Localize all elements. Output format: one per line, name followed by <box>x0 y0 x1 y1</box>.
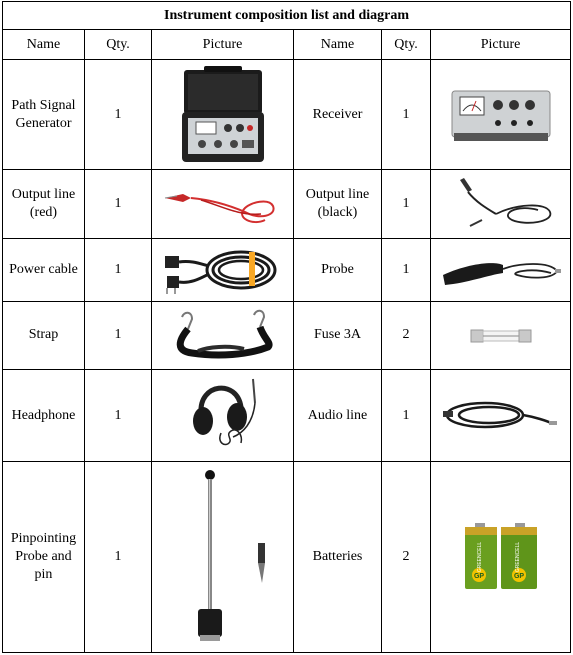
strap-icon <box>176 310 272 359</box>
probe-icon <box>442 262 561 285</box>
title-row: Instrument composition list and diagram <box>1 0 572 31</box>
item-picture <box>151 369 294 463</box>
item-picture: GP GP GREENCELL GREENCELL <box>429 461 572 653</box>
item-picture <box>151 461 294 653</box>
header-picture-right: Picture <box>429 29 572 61</box>
header-picture-left: Picture <box>151 29 294 61</box>
header-name-left: Name <box>2 29 85 61</box>
item-name: Audio line <box>293 369 382 463</box>
item-qty: 1 <box>84 169 152 239</box>
header-name-right: Name <box>293 29 382 61</box>
audio-cable-icon <box>442 401 557 428</box>
signal-generator-case-icon <box>181 65 264 162</box>
item-picture <box>429 237 572 302</box>
item-picture <box>151 237 294 302</box>
header-qty-right: Qty. <box>381 29 431 61</box>
table-row: Pinpointing Probe and pin 1 Batteries 2 … <box>2 461 572 653</box>
item-name: Headphone <box>2 369 85 463</box>
pinpointing-probe-icon <box>197 470 265 642</box>
item-picture <box>151 59 294 171</box>
item-picture <box>429 59 572 171</box>
item-qty: 1 <box>381 169 431 239</box>
item-name: Strap <box>2 300 85 371</box>
receiver-unit-icon <box>451 90 551 141</box>
item-name: Output line (red) <box>2 169 85 239</box>
item-qty: 1 <box>84 237 152 302</box>
red-clip-lead-icon <box>164 194 275 224</box>
battery-label: GREENCELL <box>515 542 521 573</box>
item-picture <box>429 369 572 463</box>
item-qty: 2 <box>381 300 431 371</box>
header-qty-left: Qty. <box>84 29 152 61</box>
battery-brand: GP <box>513 573 523 580</box>
table-row: Headphone 1 Audio line 1 <box>2 369 572 463</box>
item-qty: 1 <box>381 237 431 302</box>
item-qty: 1 <box>84 300 152 371</box>
black-clip-lead-icon <box>459 178 551 227</box>
table-row: Power cable 1 Probe 1 <box>2 237 572 302</box>
item-qty: 1 <box>381 59 431 171</box>
battery-brand: GP <box>473 573 483 580</box>
item-qty: 1 <box>381 369 431 463</box>
header-row: Name Qty. Picture Name Qty. Picture <box>2 29 572 61</box>
item-name: Probe <box>293 237 382 302</box>
power-cable-icon <box>164 250 276 294</box>
item-name: Receiver <box>293 59 382 171</box>
item-picture <box>151 300 294 371</box>
item-picture <box>429 300 572 371</box>
item-name: Pinpointing Probe and pin <box>2 461 85 653</box>
item-picture <box>429 169 572 239</box>
battery-label: GREENCELL <box>477 542 483 573</box>
item-qty: 1 <box>84 461 152 653</box>
table-row: Path Signal Generator 1 Receiver 1 <box>2 59 572 171</box>
table-title: Instrument composition list and diagram <box>1 0 572 31</box>
item-name: Batteries <box>293 461 382 653</box>
item-name: Path Signal Generator <box>2 59 85 171</box>
headphone-icon <box>192 378 256 445</box>
table-row: Output line (red) 1 Output line (black) … <box>2 169 572 239</box>
item-name: Fuse 3A <box>293 300 382 371</box>
item-qty: 1 <box>84 59 152 171</box>
table-row: Strap 1 Fuse 3A 2 <box>2 300 572 371</box>
batteries-icon: GP GP GREENCELL GREENCELL <box>464 523 537 590</box>
item-picture <box>151 169 294 239</box>
fuse-icon <box>470 329 532 343</box>
item-qty: 1 <box>84 369 152 463</box>
item-name: Output line (black) <box>293 169 382 239</box>
item-name: Power cable <box>2 237 85 302</box>
item-qty: 2 <box>381 461 431 653</box>
